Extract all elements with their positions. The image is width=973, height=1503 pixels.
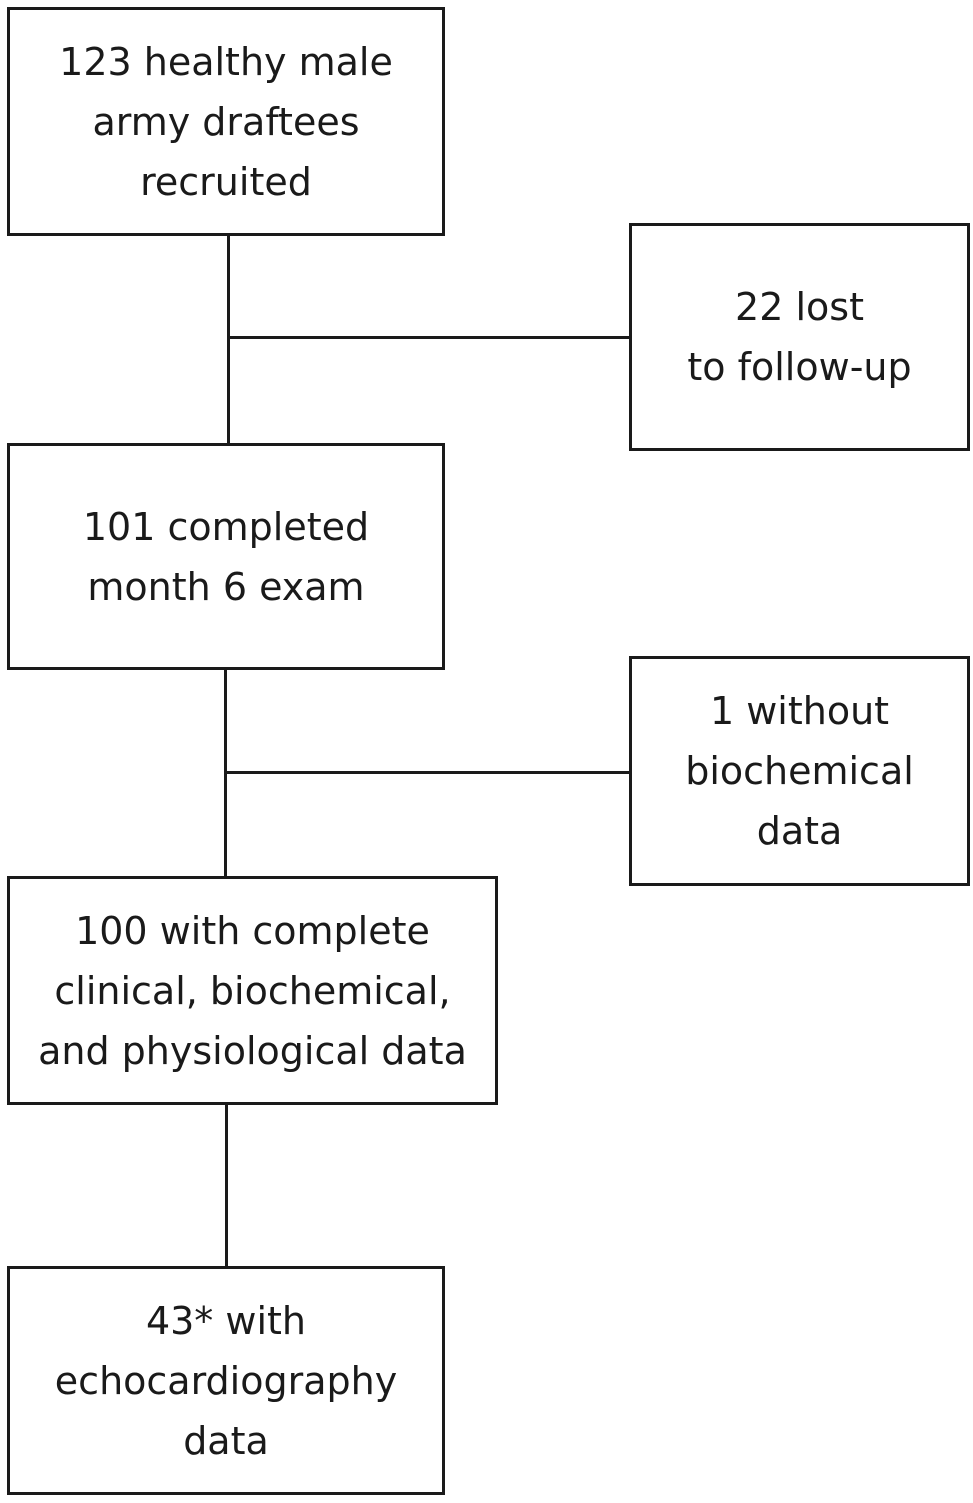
- box-lost-to-follow-up: 22 lost to follow-up: [629, 223, 970, 451]
- connector-to-lost: [227, 336, 631, 339]
- box-without-biochem-label: 1 without biochemical data: [685, 689, 914, 853]
- box-without-biochemical-data: 1 without biochemical data: [629, 656, 970, 886]
- box-lost-label: 22 lost to follow-up: [687, 285, 912, 389]
- box-completed-label: 101 completed month 6 exam: [82, 504, 370, 609]
- connector-recruited-to-completed: [227, 234, 230, 444]
- connector-to-without-biochem: [224, 771, 631, 774]
- box-recruited: 123 healthy male army draftees recruited: [7, 7, 445, 236]
- box-recruited-label: 123 healthy male army draftees recruited: [59, 39, 393, 204]
- box-completed-month-6: 101 completed month 6 exam: [7, 443, 445, 670]
- box-complete-data-label: 100 with complete clinical, biochemical,…: [38, 908, 467, 1073]
- box-echo-label: 43* with echocardiography data: [54, 1298, 398, 1463]
- connector-complete-data-to-echo: [225, 1103, 228, 1268]
- box-complete-data: 100 with complete clinical, biochemical,…: [7, 876, 498, 1105]
- box-echocardiography: 43* with echocardiography data: [7, 1266, 445, 1495]
